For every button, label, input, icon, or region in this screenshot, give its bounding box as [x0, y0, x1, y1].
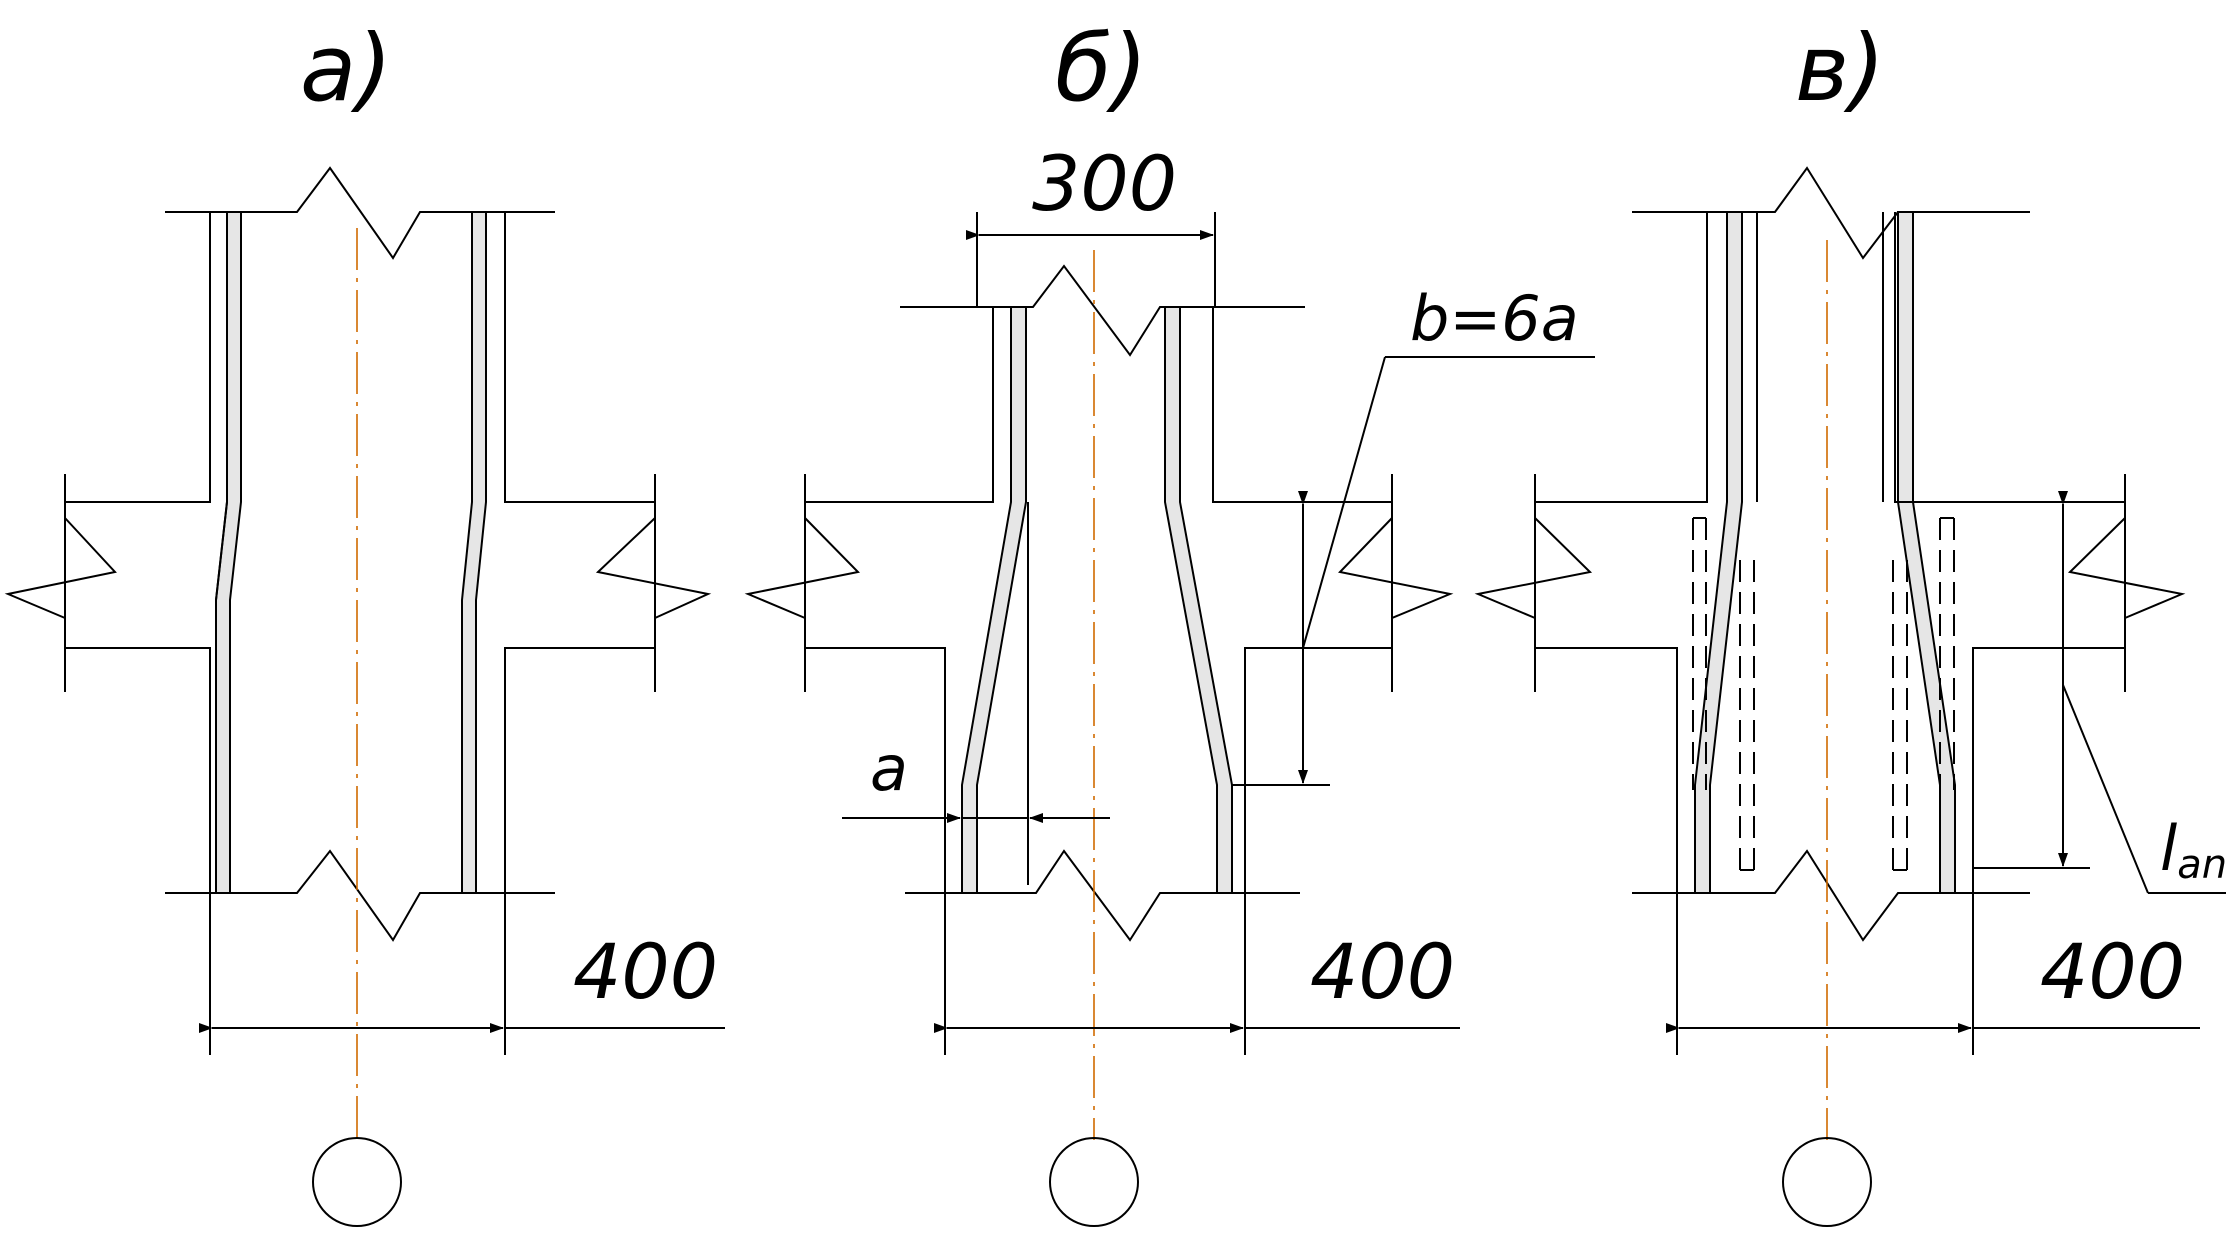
- panel-c-bottom-width: 400: [2040, 927, 2185, 1016]
- panel-c-length-label-main: l: [2160, 812, 2177, 885]
- panel-c-dashed-bars: [1692, 517, 1955, 871]
- panel-c: в) l: [1474, 15, 2226, 1227]
- panel-b-dimension-top: 300: [966, 139, 1216, 307]
- panel-b-top-width: 300: [1032, 139, 1177, 228]
- panel-c-dimension-length: lan: [1895, 491, 2226, 894]
- panel-b-length-label: b=6a: [1410, 282, 1579, 355]
- panel-c-rebars: [1694, 211, 1956, 894]
- panel-b-dimension-offset: a: [842, 732, 1110, 823]
- panel-a-title: а): [300, 15, 392, 122]
- panel-b-title: б): [1055, 15, 1148, 122]
- panel-b-axis-marker: [1049, 1137, 1139, 1227]
- panel-a: а) 400: [4, 15, 725, 1227]
- panel-a-axis-marker: [312, 1137, 402, 1227]
- panel-c-length-label: lan: [2160, 812, 2226, 888]
- panel-b-offset-label: a: [870, 732, 908, 805]
- panel-a-outline: [4, 166, 712, 942]
- panel-a-bottom-width: 400: [573, 927, 718, 1016]
- panel-b-rebars: [961, 306, 1233, 894]
- panel-c-dimension-bottom: 400: [1666, 893, 2200, 1055]
- panel-b-dimension-bottom: 400: [934, 893, 1460, 1055]
- panel-c-axis-marker: [1782, 1137, 1872, 1227]
- panel-a-rebars: [215, 211, 487, 894]
- panel-a-dimension-bottom: 400: [199, 893, 725, 1055]
- panel-b-bottom-width: 400: [1310, 927, 1455, 1016]
- panel-b: б) 300 b=6a: [744, 15, 1595, 1227]
- panel-c-title: в): [1795, 15, 1885, 122]
- panel-c-length-label-sub: an: [2177, 842, 2226, 888]
- panel-c-outline: [1474, 166, 2186, 1055]
- panel-b-dimension-length: b=6a: [1213, 282, 1595, 786]
